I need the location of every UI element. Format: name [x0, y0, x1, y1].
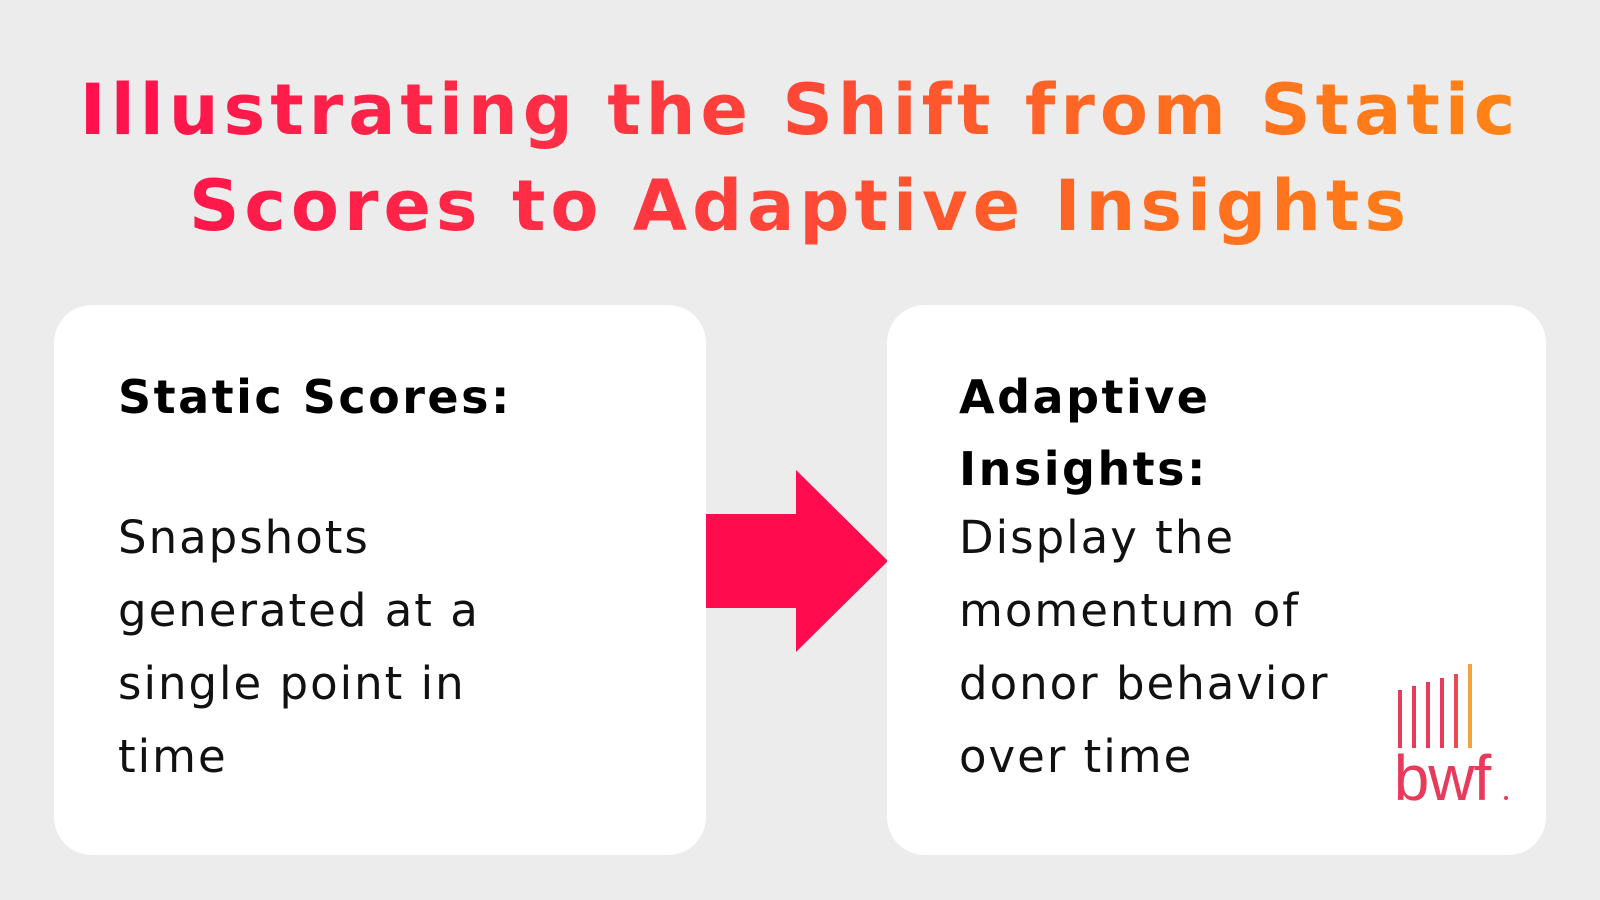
- static-scores-line-2: generated at a: [118, 584, 480, 637]
- adaptive-insights-line-3: donor behavior: [959, 657, 1330, 710]
- logo-trademark-dot: [1504, 796, 1508, 800]
- static-scores-heading: Static Scores:: [118, 370, 512, 424]
- adaptive-insights-line-2: momentum of: [959, 584, 1301, 637]
- adaptive-insights-line-4: over time: [959, 730, 1194, 783]
- adaptive-insights-heading-line-1: Adaptive: [959, 370, 1211, 424]
- bwf-logo-text: bwf: [1393, 742, 1492, 814]
- right-arrow-icon: [706, 470, 888, 652]
- static-scores-line-4: time: [118, 730, 228, 783]
- title-line-2: Scores to Adaptive Insights: [188, 165, 1412, 247]
- adaptive-insights-description: Display the momentum of donor behavior o…: [959, 501, 1329, 793]
- adaptive-insights-heading-line-2: Insights:: [959, 442, 1208, 496]
- adaptive-insights-heading: Adaptive Insights:: [959, 361, 1210, 505]
- static-scores-line-1: Snapshots: [118, 511, 370, 564]
- bwf-logo: bwf: [1372, 664, 1512, 814]
- page-title: Illustrating the Shift from Static Score…: [0, 62, 1600, 254]
- static-scores-card: Static Scores: Snapshots generated at a …: [54, 305, 706, 855]
- adaptive-insights-line-1: Display the: [959, 511, 1236, 564]
- static-scores-line-3: single point in: [118, 657, 466, 710]
- bwf-logo-icon: [1398, 664, 1472, 748]
- title-line-1: Illustrating the Shift from Static: [79, 69, 1521, 151]
- static-scores-description: Snapshots generated at a single point in…: [118, 501, 480, 793]
- adaptive-insights-card: Adaptive Insights: Display the momentum …: [887, 305, 1546, 855]
